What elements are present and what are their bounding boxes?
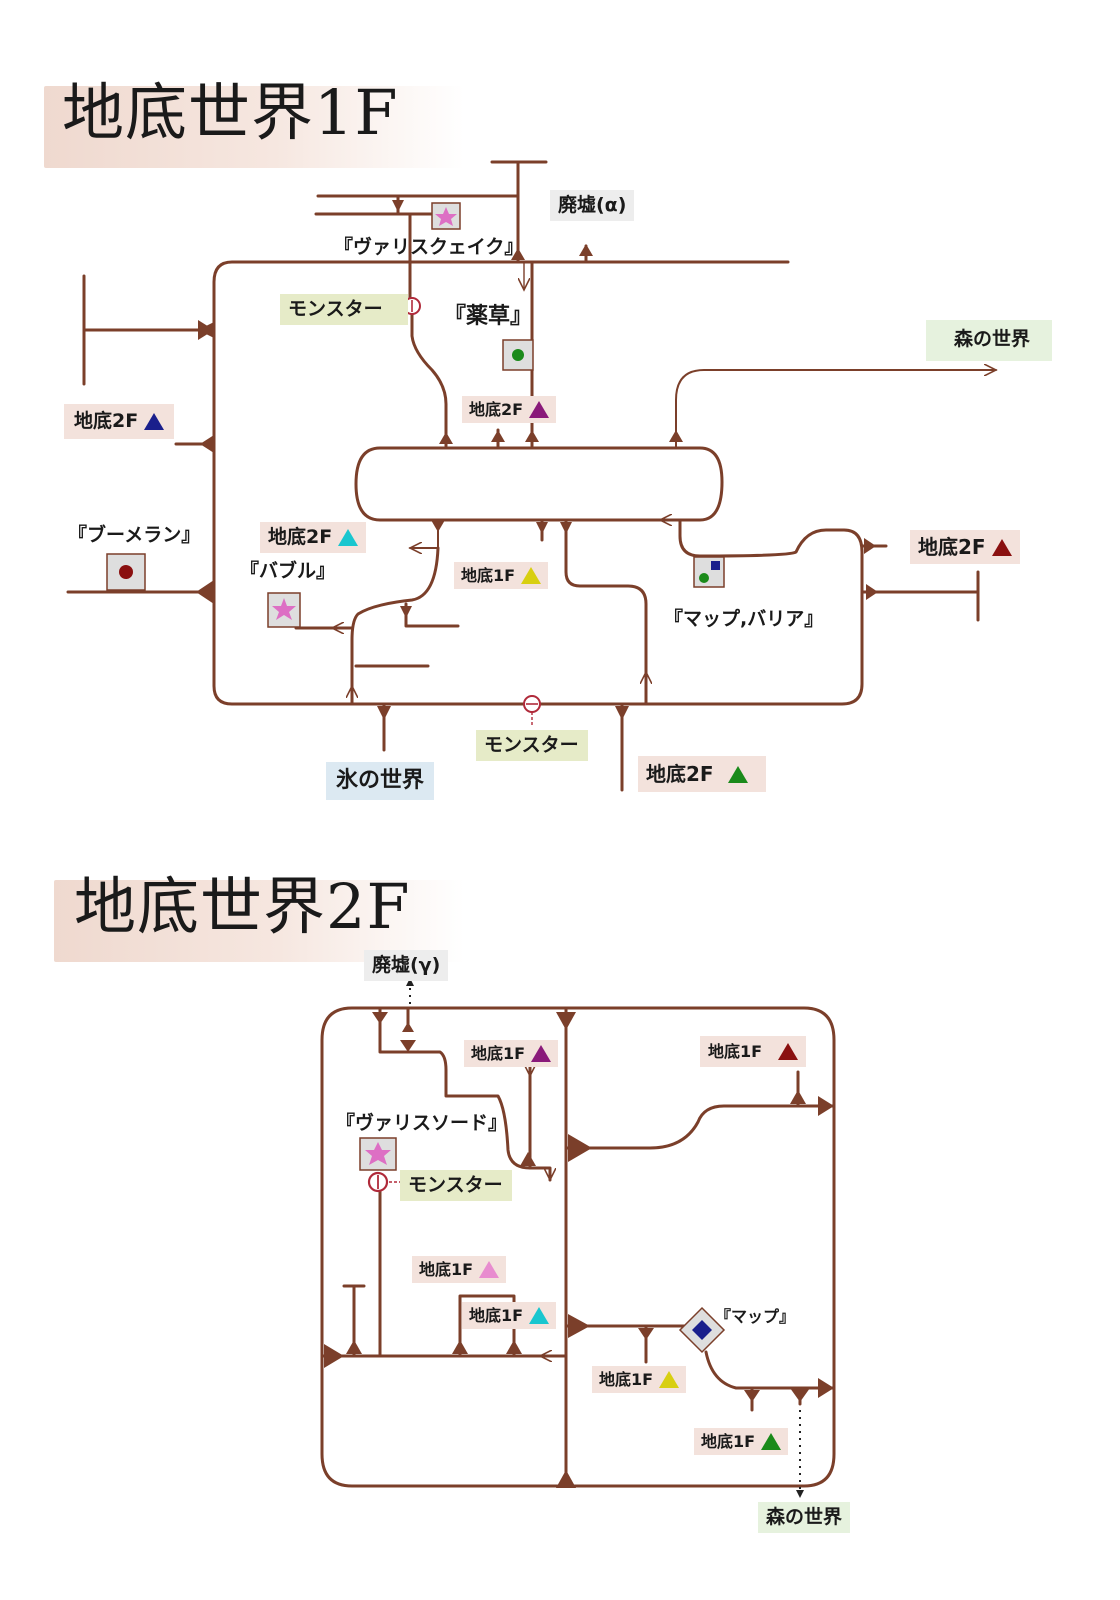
label-2f-b1f-red[interactable]: 地底1F [700, 1036, 807, 1067]
yellow-triangle-icon [659, 1371, 680, 1388]
f2-top-path [378, 1006, 552, 1182]
purple-triangle-icon [531, 1045, 552, 1062]
label-2f-map: 『マップ』 [715, 1307, 796, 1326]
f1-monster-path [408, 260, 448, 448]
f1-top-bar [314, 194, 520, 216]
label-monster-top: モンスター [280, 294, 408, 325]
monster-marker-icon [523, 695, 541, 726]
title-band-2f [54, 880, 464, 962]
label-herb: 『薬草』 [444, 304, 533, 329]
green-orb-icon [502, 339, 534, 371]
label-ruins-alpha: 廃墟(α) [550, 190, 635, 221]
f1-top-cap [490, 160, 548, 264]
map-barrier-icon [693, 556, 725, 588]
label-varis-quake: 『ヴァリスクェイク』 [334, 236, 524, 258]
f1-mid-path [564, 518, 648, 706]
label-2f-monster: モンスター [400, 1170, 512, 1201]
star-icon [359, 1137, 397, 1171]
map-diamond-icon [678, 1306, 726, 1354]
label-b2f-green[interactable]: 地底2F [638, 756, 766, 792]
green-triangle-icon [727, 765, 748, 783]
label-2f-b1f-yellow[interactable]: 地底1F [592, 1366, 687, 1393]
label-boomerang: 『ブーメラン』 [68, 524, 201, 546]
title-band-1f [44, 86, 464, 168]
f1-left-branch [82, 274, 216, 386]
red-triangle-icon [991, 538, 1012, 556]
f1-bubble-curve [350, 546, 440, 706]
cyan-triangle-icon [338, 529, 359, 546]
red-orb-icon [106, 553, 146, 591]
label-forest-1f[interactable]: 森の世界 [926, 320, 1053, 361]
monster-marker-icon [367, 1171, 400, 1193]
label-ruins-gamma: 廃墟(γ) [364, 950, 449, 981]
label-bubble: 『バブル』 [240, 560, 336, 582]
label-2f-b1f-purple[interactable]: 地底1F [464, 1040, 559, 1067]
purple-triangle-icon [529, 401, 550, 418]
f2-outer-loop [320, 1006, 836, 1488]
label-b2f-cyan[interactable]: 地底2F [260, 522, 367, 553]
green-triangle-icon [761, 1433, 782, 1450]
label-2f-b1f-green[interactable]: 地底1F [694, 1428, 789, 1455]
f2-map-curve [704, 1350, 836, 1390]
pink-triangle-icon [479, 1261, 500, 1278]
label-b2f-blue[interactable]: 地底2F [64, 404, 175, 439]
navy-triangle-icon [144, 413, 165, 430]
label-2f-forest[interactable]: 森の世界 [758, 1502, 851, 1533]
label-monster-bottom: モンスター [476, 730, 588, 761]
cyan-triangle-icon [529, 1307, 550, 1324]
label-2f-b1f-cyan[interactable]: 地底1F [462, 1302, 557, 1329]
label-2f-b1f-pink[interactable]: 地底1F [412, 1256, 507, 1283]
f1-outer-loop [212, 260, 864, 706]
label-ice-world[interactable]: 氷の世界 [326, 762, 435, 800]
f2-right-curve [564, 1104, 836, 1150]
f1-forest-path [675, 370, 996, 449]
label-map-barrier: 『マップ,バリア』 [664, 608, 824, 630]
red-triangle-icon [778, 1043, 799, 1060]
label-varis-sword: 『ヴァリスソード』 [336, 1112, 508, 1134]
star-icon [431, 202, 461, 230]
label-b2f-purple[interactable]: 地底2F [462, 396, 557, 423]
page-title-1f: 地底世界1F [62, 76, 399, 149]
yellow-triangle-icon [521, 567, 542, 584]
star-icon [267, 592, 301, 628]
page-title-2f: 地底世界2F [74, 870, 411, 943]
label-b2f-red[interactable]: 地底2F [910, 530, 1020, 564]
label-b1f-yellow[interactable]: 地底1F [454, 562, 549, 589]
